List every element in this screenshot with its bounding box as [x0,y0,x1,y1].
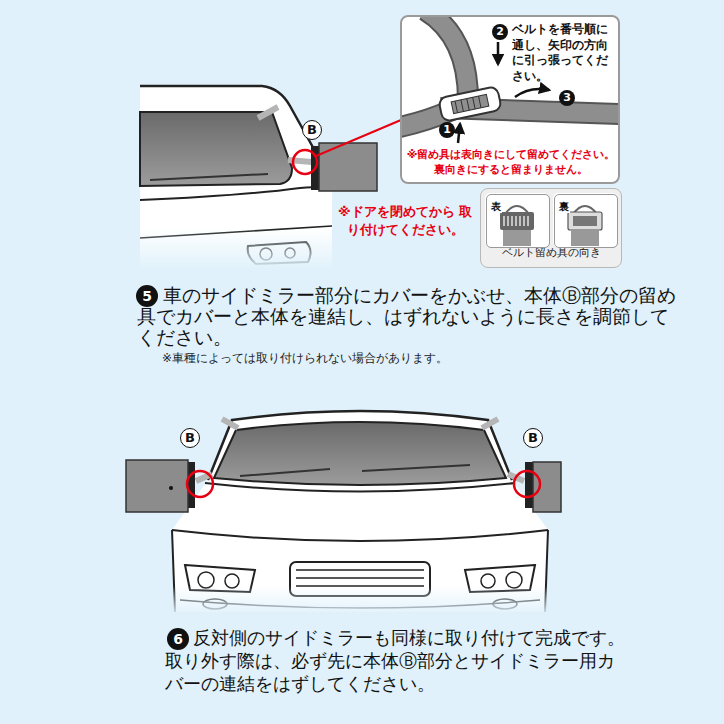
part-label-circle: B [180,428,200,448]
car-illustration [214,422,506,485]
label-holder: 反対側のサイドミラーも同様に取り付けて完成です。 取り外す際は、必ず先に本体Ⓑ部… [165,627,627,695]
number-text: 5 [136,285,158,307]
belt-illustration [438,86,502,122]
note-text: ※車種によっては取り付けられない場合があります。 [162,351,602,367]
label-holder: 車のサイドミラー部分にカバーをかぶせ、本体Ⓑ部分の留め具でカバーと本体を連結し、… [137,285,687,348]
belt-illustration [425,16,468,100]
orientation-panel: 表 [486,194,550,248]
label-holder: ※ドアを閉めてから 取り付けてください。 [335,203,475,238]
step-text: 車のサイドミラー部分にカバーをかぶせ、本体Ⓑ部分の留め具でカバーと本体を連結し、… [137,285,687,348]
warning-note: ※留め具は表向きにして留めてください。 裏向きにすると留まりません。 [406,148,616,178]
part-label-circle: B [523,428,543,448]
car-illustration [126,460,188,512]
car-illustration [258,107,278,118]
car-illustration [160,586,560,616]
belt-illustration [438,86,502,122]
buckle-illustration [485,193,617,247]
car-illustration [506,572,522,588]
instruction-callout: ベルトを番号順に通し、矢印の方向に引っ張ってください。 ※留め具は表向きにして留め… [400,15,620,184]
belt-illustration [455,96,481,113]
callout-number: 2 [492,24,508,40]
step-number: 6 [167,628,189,650]
belt-illustration [458,124,460,143]
buckle-illustration [571,230,599,246]
number-text: 1 [439,122,455,138]
car-illustration [514,471,540,497]
step-number: 5 [136,285,158,307]
car-illustration [288,160,312,162]
car-illustration [316,120,401,156]
number-text: 2 [492,24,508,40]
warning-note: ※ドアを閉めてから 取り付けてください。 [335,203,475,238]
buckle-illustration [485,193,549,247]
label-holder: ※車種によっては取り付けられない場合があります。 [162,351,602,367]
car-illustration [172,530,548,541]
buckle-illustration [500,212,534,230]
car-illustration [240,465,470,476]
car-illustration [481,574,495,588]
belt-illustration [515,89,549,97]
car-illustration [293,150,317,174]
car-illustration [196,474,524,481]
car-illustration [150,174,268,180]
callout-number: 1 [439,122,455,138]
buckle-illustration [568,212,602,230]
car-illustration [198,572,214,588]
number-text: 6 [167,628,189,650]
callout-number: 3 [559,90,575,106]
car-illustration [225,574,239,588]
orientation-box: ベルト留め具の向き 表 裏 [480,188,622,268]
car-illustration [140,187,332,200]
car-illustration [140,112,292,186]
buckle-illustration [573,216,597,226]
part-label-circle: B [302,120,322,140]
side-label: 裏 [558,201,570,213]
number-text: 3 [559,90,575,106]
car-illustration [138,228,334,270]
number-text: B [303,121,321,138]
orientation-panel: 裏 [554,194,618,248]
step-text: 反対側のサイドミラーも同様に取り付けて完成です。 取り外す際は、必ず先に本体Ⓑ部… [165,627,627,695]
car-illustration [138,86,401,270]
car-illustration [296,570,424,586]
belt-illustration [425,16,468,100]
caption-text: ベルト留め具の向き [481,246,621,260]
car-illustration [533,462,561,512]
side-label: 表 [490,201,502,213]
car-illustration [187,471,213,497]
orientation-ground [480,188,622,268]
belt-illustration [401,16,619,143]
instruction-text: ベルトを番号順に通し、矢印の方向に引っ張ってください。 [512,22,612,84]
buckle-illustration [503,230,531,246]
number-text: B [524,429,542,446]
car-illustration [172,411,548,612]
car-illustration [205,483,515,492]
belt-illustration [497,42,500,64]
buckle-illustration [553,193,617,247]
belt-illustration [451,94,489,113]
car-illustration [126,411,561,616]
car-illustration [169,486,173,490]
number-text: B [181,429,199,446]
buckle-illustration [504,216,528,226]
car-illustration [222,419,498,428]
